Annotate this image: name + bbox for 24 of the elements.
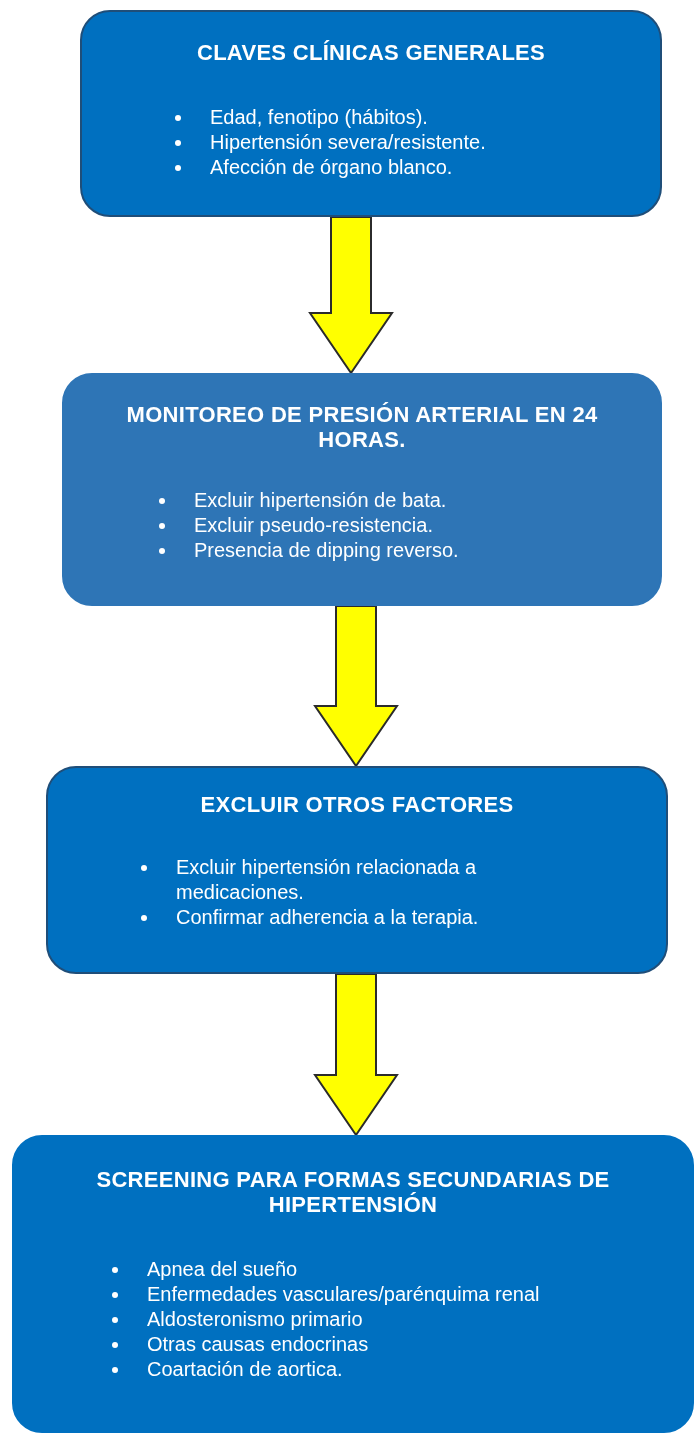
block-arrow xyxy=(313,605,399,768)
bullet-text: Enfermedades vasculares/parénquima renal xyxy=(147,1283,540,1305)
bullet-text: Aldosteronismo primario xyxy=(147,1308,363,1330)
bullet-text: Excluir pseudo-resistencia. xyxy=(194,514,433,536)
bullet-text: Otras causas endocrinas xyxy=(147,1333,369,1355)
process-box xyxy=(12,1135,694,1433)
bullet-text: Hipertensión severa/resistente. xyxy=(210,131,486,153)
bullet-text: Excluir hipertensión de bata. xyxy=(194,489,447,511)
bullet-text: Coartación de aortica. xyxy=(147,1358,343,1380)
block-arrow xyxy=(313,973,399,1137)
bullet-text: Excluir hipertensión relacionada a medicaciones. xyxy=(176,856,477,903)
process-box xyxy=(80,10,662,217)
process-box xyxy=(46,766,668,974)
process-box xyxy=(62,373,662,606)
bullet-text: Edad, fenotipo (hábitos). xyxy=(210,106,428,128)
bullet-text: Presencia de dipping reverso. xyxy=(194,539,459,561)
box-heading: CLAVES CLÍNICAS GENERALES xyxy=(195,40,547,65)
box-heading: MONITOREO DE PRESIÓN ARTERIAL EN 24 HORAS. xyxy=(125,402,599,452)
block-arrow xyxy=(308,216,394,375)
box-heading: EXCLUIR OTROS FACTORES xyxy=(199,792,515,817)
bullet-text: Afección de órgano blanco. xyxy=(210,156,453,178)
bullet-text: Apnea del sueño xyxy=(147,1258,298,1280)
box-heading: SCREENING PARA FORMAS SECUNDARIAS DE HIPERTENSIÓN xyxy=(95,1167,611,1217)
bullet-text: Confirmar adherencia a la terapia. xyxy=(176,906,479,928)
